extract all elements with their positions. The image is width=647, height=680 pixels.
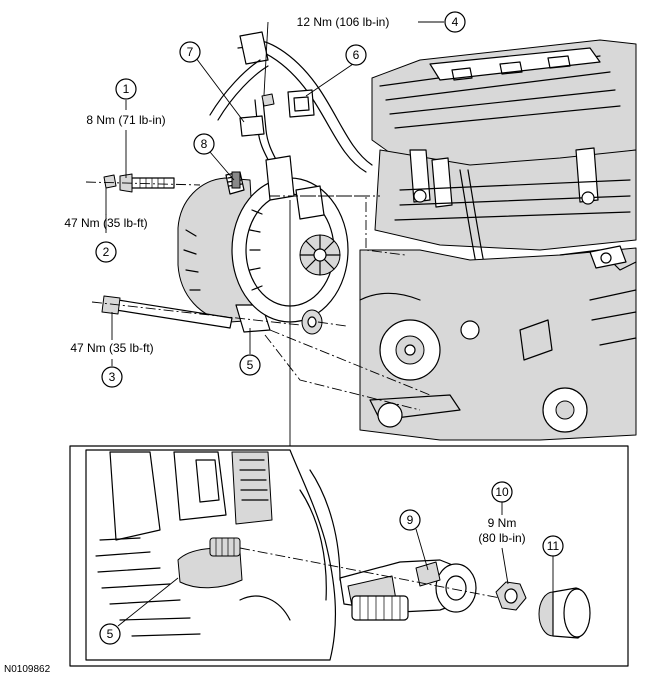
callout-10: 10 9 Nm (80 lb-in) <box>478 481 526 545</box>
callout-10-torque-line2: (80 lb-in) <box>478 531 525 545</box>
callout-5-detail-number: 5 <box>107 627 114 641</box>
leader-lines <box>105 21 554 627</box>
callout-9: 9 <box>399 509 421 531</box>
callout-5-number: 5 <box>247 358 254 372</box>
callout-3-torque: 47 Nm (35 lb-ft) <box>70 341 153 355</box>
callout-11-number: 11 <box>547 539 560 553</box>
callout-3-number: 3 <box>109 370 116 384</box>
callout-10-number: 10 <box>495 485 509 499</box>
callout-10-torque-line1: 9 Nm <box>488 516 517 530</box>
callout-4-number: 4 <box>452 15 459 29</box>
callout-1-torque: 8 Nm (71 lb-in) <box>86 113 165 127</box>
detail-inset <box>69 445 629 667</box>
callout-5-detail: 5 <box>99 623 121 645</box>
alternator <box>177 155 349 333</box>
callout-6: 6 <box>345 44 367 66</box>
callout-1-number: 1 <box>123 82 130 96</box>
callout-4-torque: 12 Nm (106 lb-in) <box>297 15 390 29</box>
callout-7: 7 <box>179 41 201 63</box>
callout-2-torque: 47 Nm (35 lb-ft) <box>64 216 147 230</box>
callout-9-number: 9 <box>407 513 414 527</box>
callout-2-number: 2 <box>103 245 110 259</box>
callout-2: 47 Nm (35 lb-ft) 2 <box>64 216 148 263</box>
callout-7-number: 7 <box>187 45 194 59</box>
callout-4: 12 Nm (106 lb-in) 4 <box>297 11 466 33</box>
engine-assembly <box>359 39 637 441</box>
callout-3: 47 Nm (35 lb-ft) 3 <box>70 341 154 388</box>
upper-fasteners <box>101 173 323 335</box>
callout-11: 11 <box>542 535 564 557</box>
figure-id: N0109862 <box>4 664 51 675</box>
callout-6-number: 6 <box>353 48 360 62</box>
alignment-lines <box>85 181 431 446</box>
callout-5: 5 <box>239 354 261 376</box>
callout-8-number: 8 <box>201 137 208 151</box>
callout-8: 8 <box>193 133 215 155</box>
callout-1: 1 8 Nm (71 lb-in) <box>86 78 166 127</box>
